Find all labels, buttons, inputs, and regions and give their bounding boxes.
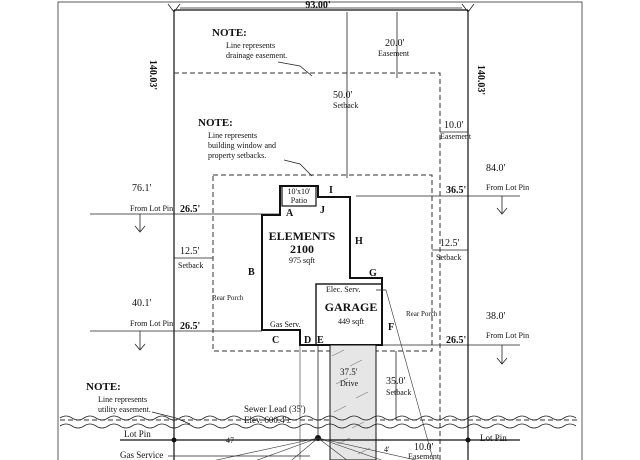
right-top-pin-head [496, 207, 508, 215]
shoreline-wave-2 [59, 423, 577, 429]
rear-easement-text: Easement [378, 49, 410, 58]
left-offset-bottom-value: 26.5' [180, 321, 201, 332]
drive-label: Drive [340, 379, 359, 388]
setback-note-line3: property setbacks. [208, 151, 266, 160]
point-label-j: J [320, 205, 325, 216]
top-width-label: 93.00' [305, 0, 331, 11]
right-lot-pin-top-text: From Lot Pin [486, 183, 529, 192]
lot-pin-right-marker [465, 437, 471, 443]
gas-service-label: Gas Service [120, 450, 163, 460]
shoreline-wave-1 [59, 415, 577, 421]
utility-note-title: NOTE: [86, 381, 121, 393]
drawing-frame [57, 1, 583, 460]
patio-text: Patio [291, 196, 307, 205]
garage-area: 449 sqft [338, 317, 365, 326]
drainage-note-leader [277, 61, 313, 77]
utility-note-leader [151, 411, 191, 425]
tick-47: 47 [226, 436, 234, 445]
drainage-note-title: NOTE: [212, 27, 247, 39]
point-label-b: B [248, 267, 255, 278]
right-setback-value: 12.5' [440, 238, 460, 249]
right-lot-pin-bottom-text: From Lot Pin [486, 331, 529, 340]
tick-4: 4' [384, 445, 390, 454]
rear-setback-text: Setback [333, 101, 358, 110]
point-label-f: F [388, 322, 394, 333]
lot-pin-left-label: Lot Pin [124, 429, 151, 439]
front-setback-value: 35.0' [386, 376, 406, 387]
rear-porch-left: Rear Porch [212, 294, 244, 302]
right-setback-text: Setback [436, 253, 461, 262]
right-depth-label: 140.03' [475, 65, 486, 96]
left-top-pin-head [134, 225, 146, 233]
right-bottom-pin-head [496, 357, 508, 365]
left-offset-top-value: 26.5' [180, 204, 201, 215]
right-lot-pin-top-value: 84.0' [486, 163, 506, 174]
house-name: ELEMENTS [269, 229, 336, 243]
drainage-note-line2: drainage easement. [226, 51, 287, 60]
left-depth-label: 140.03' [147, 60, 158, 91]
rear-easement-value: 20.0' [385, 38, 405, 49]
left-setback-text: Setback [178, 261, 203, 270]
point-label-e: E [317, 335, 324, 346]
garage-name: GARAGE [325, 300, 378, 314]
left-lot-pin-top-text: From Lot Pin [130, 204, 173, 213]
gas-serv-label: Gas Serv. [270, 320, 301, 329]
front-easement-value: 10.0' [414, 442, 434, 453]
lot-pin-left-marker [171, 437, 177, 443]
front-easement-text: Easement [408, 452, 440, 460]
point-label-g: G [369, 268, 377, 279]
utility-note-line2: utility easement. [98, 405, 151, 414]
right-offset-bottom-value: 26.5' [446, 335, 467, 346]
drainage-note-line1: Line represents [226, 41, 275, 50]
house-area: 975 sqft [289, 256, 316, 265]
left-bottom-pin-head [134, 343, 146, 351]
patio-size: 10'x10' [288, 187, 311, 196]
rear-porch-right: Rear Porch [406, 310, 438, 318]
patio [281, 185, 317, 207]
drainage-easement-line [174, 72, 441, 460]
rear-setback-value: 50.0' [333, 90, 353, 101]
side-easement-text: Easement [440, 132, 472, 141]
point-label-c: C [272, 335, 279, 346]
lot-pin-right-label: Lot Pin [480, 433, 507, 443]
lot-corner-right [461, 3, 475, 13]
driveway [329, 344, 377, 460]
setback-note-line2: building window and [208, 141, 276, 150]
utility-note-line1: Line represents [98, 395, 147, 404]
right-lot-pin-bottom-value: 38.0' [486, 311, 506, 322]
point-label-d: D [304, 335, 311, 346]
point-label-h: H [355, 236, 363, 247]
house-model: 2100 [290, 242, 314, 256]
setback-note-line1: Line represents [208, 131, 257, 140]
sewer-lead-label: Sewer Lead (35') [244, 404, 306, 414]
right-offset-top-value: 36.5' [446, 185, 467, 196]
left-lot-pin-bottom-value: 40.1' [132, 298, 152, 309]
drive-length: 37.5' [340, 367, 358, 377]
elec-serv-label: Elec. Serv. [326, 285, 360, 294]
side-easement-value: 10.0' [444, 120, 464, 131]
house-footprint [261, 185, 383, 346]
point-label-a: A [286, 208, 294, 219]
left-lot-pin-bottom-text: From Lot Pin [130, 319, 173, 328]
left-setback-value: 12.5' [180, 246, 200, 257]
survey-rays [215, 289, 434, 460]
setback-note-leader [283, 159, 313, 177]
point-label-i: I [329, 185, 333, 196]
left-lot-pin-top-value: 76.1' [132, 183, 152, 194]
setback-note-title: NOTE: [198, 117, 233, 129]
lot-corner-left [167, 3, 181, 13]
front-setback-text: Setback [386, 388, 411, 397]
setback-window [212, 174, 433, 352]
